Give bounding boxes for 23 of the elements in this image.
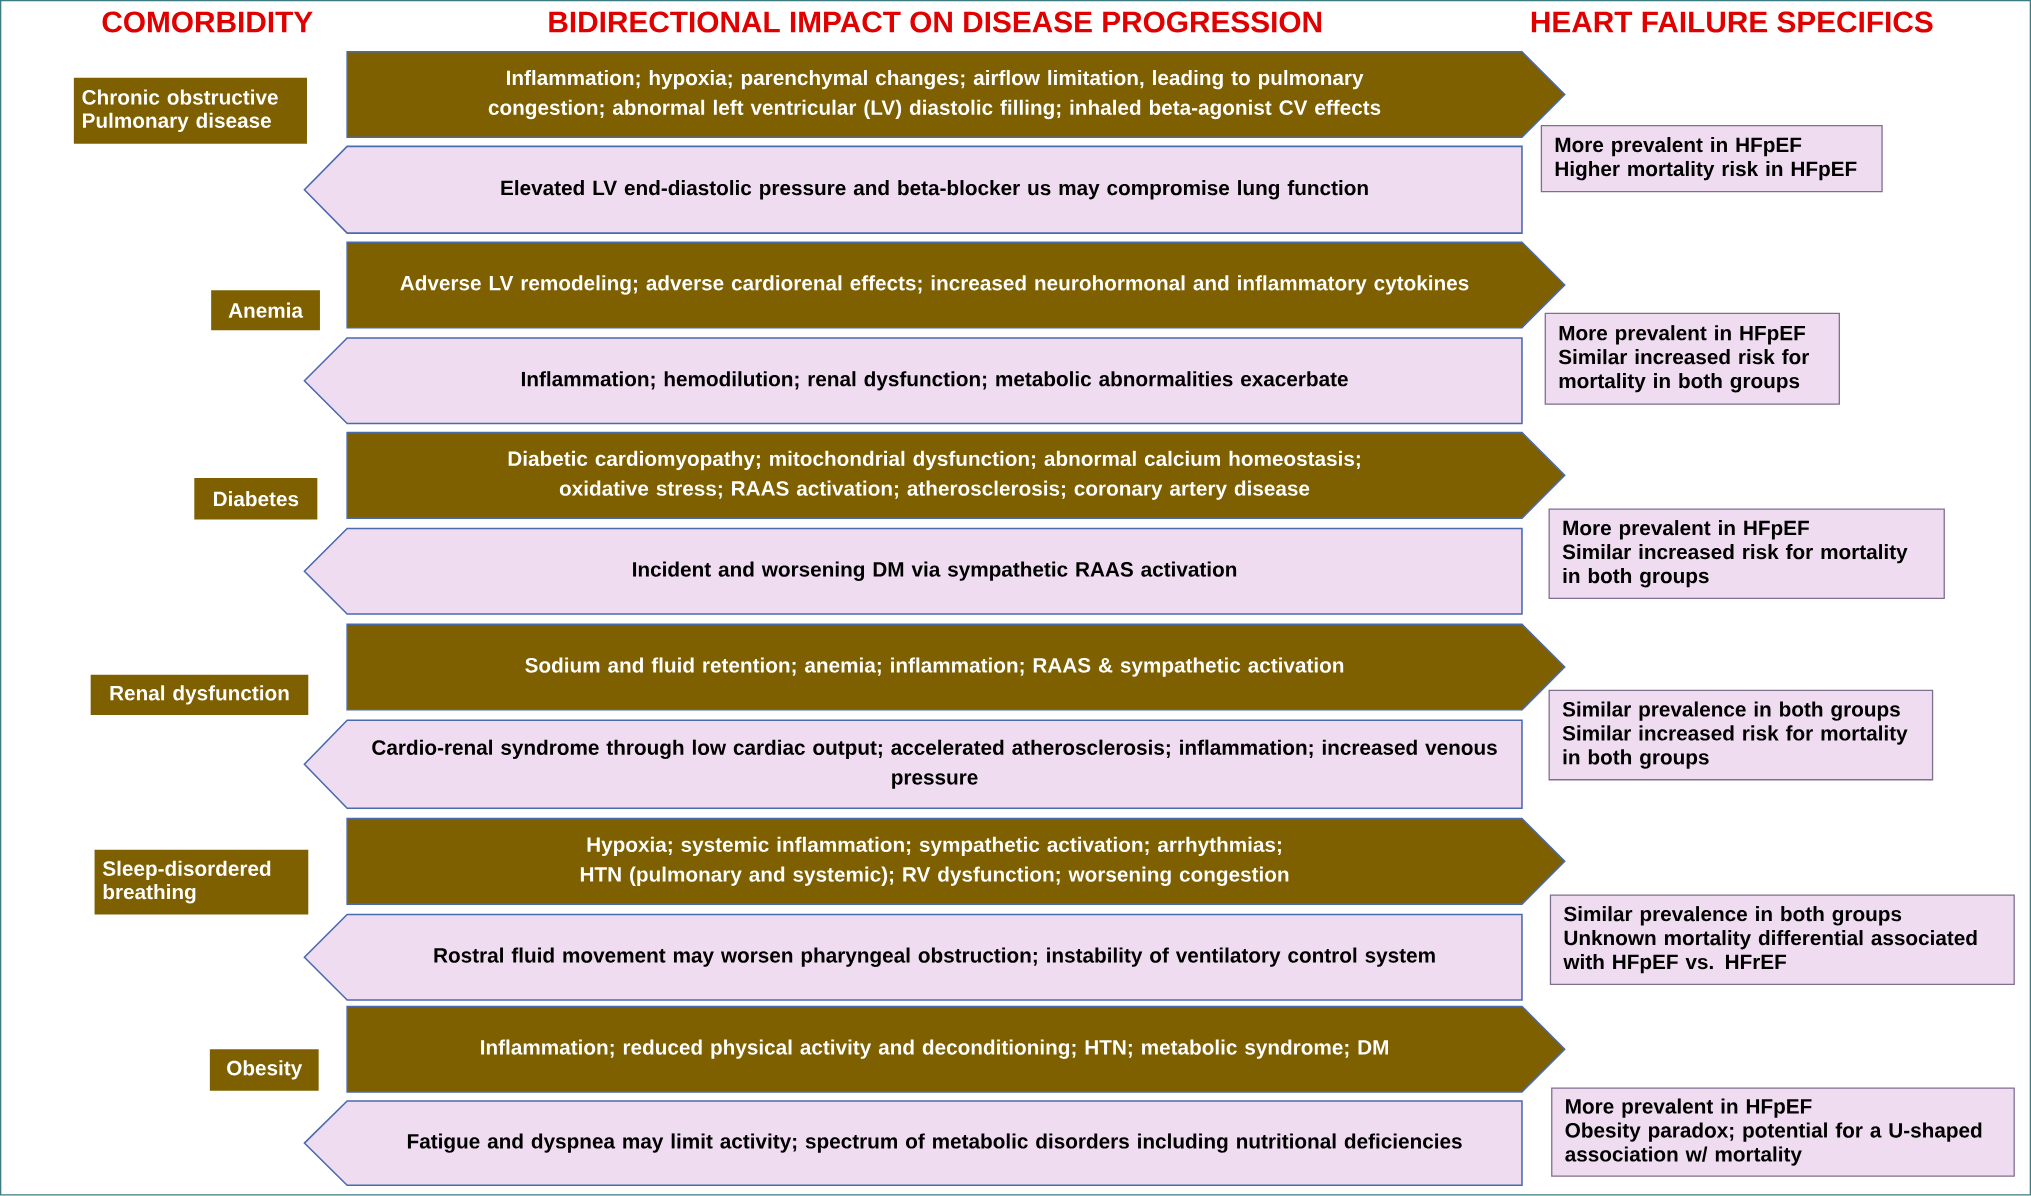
specifics-box: More prevalent in HFpEF Higher mortality risk in HFpEF bbox=[1540, 125, 1883, 193]
pointed-text-banner: Cardio-renal syndrome through low cardiac output; accelerated atherosclerosis; inflammation; increased venous pressure bbox=[303, 719, 1523, 810]
pointed-text-banner: Fatigue and dyspnea may limit activity; spectrum of metabolic disorders including nutritional deficiencies bbox=[303, 1100, 1523, 1187]
specifics-box: More prevalent in HFpEF Similar increased risk for mortality in both groups bbox=[1544, 313, 1840, 405]
specifics-box: More prevalent in HFpEF Obesity paradox; potential for a U-shaped association w/ mortality bbox=[1551, 1087, 2015, 1177]
pointed-text-banner: Incident and worsening DM via sympathetic RAAS activation bbox=[303, 527, 1523, 615]
column-heading: COMORBIDITY bbox=[102, 11, 313, 33]
pointed-text-banner: Inflammation; hemodilution; renal dysfunction; metabolic abnormalities exacerbate bbox=[303, 337, 1523, 425]
comorbidity-box: Chronic obstructive Pulmonary disease bbox=[73, 77, 307, 144]
pointed-text-banner: Elevated LV end-diastolic pressure and beta-blocker us may compromise lung function bbox=[303, 145, 1523, 235]
pointed-text-banner: Hypoxia; systemic inflammation; sympathetic activation; arrhythmias; HTN (pulmonary and systemic); RV dysfunction; worsening congestion bbox=[346, 818, 1566, 906]
comorbidity-box: Sleep-disordered breathing bbox=[94, 849, 309, 915]
specifics-box: Similar prevalence in both groups Unknown mortality differential associated with HFpEF vs. HFrEF bbox=[1549, 894, 2015, 986]
specifics-box: Similar prevalence in both groups Similar increased risk for mortality in both groups bbox=[1548, 689, 1934, 781]
pointed-text-banner: Diabetic cardiomyopathy; mitochondrial dysfunction; abnormal calcium homeostasis; oxidative stress; RAAS activation; atherosclerosis; coronary artery disease bbox=[346, 432, 1566, 520]
pointed-text-banner: Rostral fluid movement may worsen pharyngeal obstruction; instability of ventilatory control system bbox=[303, 913, 1523, 1001]
column-heading: HEART FAILURE SPECIFICS bbox=[1531, 11, 1933, 33]
pointed-text-banner: Inflammation; reduced physical activity and deconditioning; HTN; metabolic syndrome; DM bbox=[346, 1005, 1566, 1093]
comorbidity-box: Anemia bbox=[211, 290, 320, 331]
comorbidity-box: Diabetes bbox=[194, 478, 318, 520]
comorbidity-box: Renal dysfunction bbox=[90, 675, 309, 716]
specifics-box: More prevalent in HFpEF Similar increased risk for mortality in both groups bbox=[1548, 508, 1945, 600]
comorbidity-box: Obesity bbox=[209, 1049, 319, 1091]
